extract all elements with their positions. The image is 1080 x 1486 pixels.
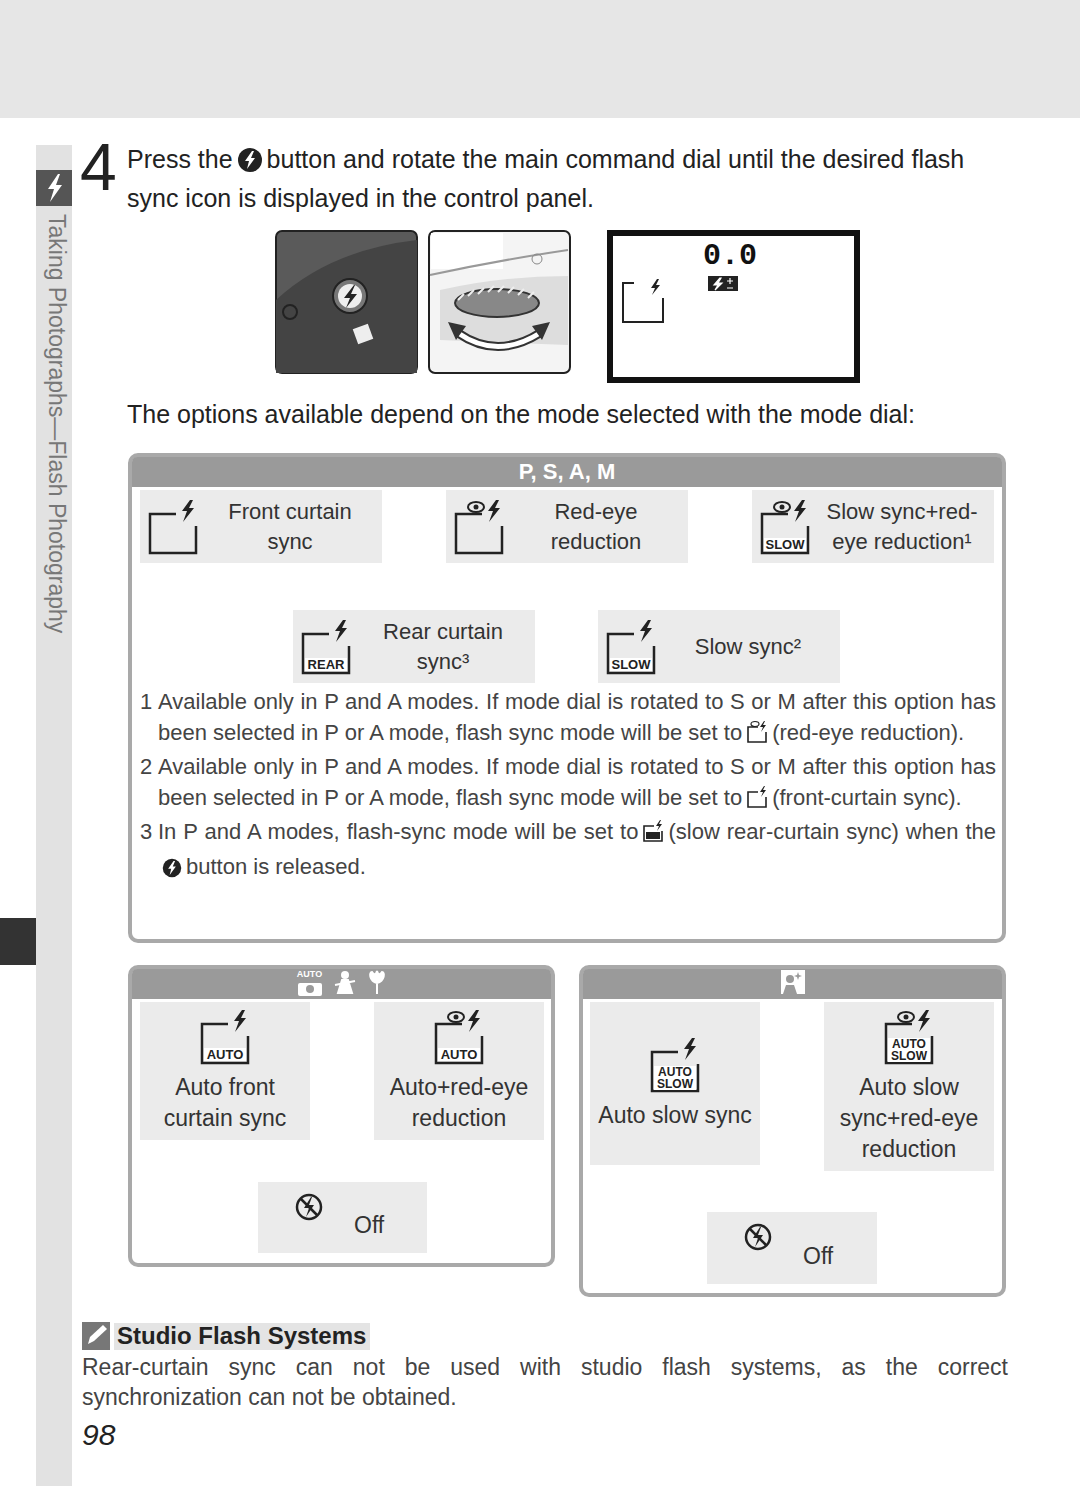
panel-heading: P, S, A, M (519, 459, 616, 485)
mode-name: Off (354, 1212, 384, 1239)
step-number: 4 (80, 134, 117, 200)
mode-name: Front curtain sync (206, 497, 374, 557)
sync-icon: REAR (299, 618, 353, 676)
footnote-text: (red-eye reduction). (772, 720, 964, 745)
inline-icon (642, 819, 664, 852)
flash-mode-box: SLOW Slow sync² (598, 610, 840, 683)
note-body: Rear-curtain sync can not be used with s… (82, 1352, 1008, 1412)
no-flash-icon (294, 1192, 324, 1226)
footnotes: 1Available only in P and A modes. If mod… (132, 687, 1002, 894)
footnote-number: 2 (140, 752, 158, 817)
mode-name: Red-eye reduction (512, 497, 680, 557)
mode-panel: P, S, A, M Front curtain sync Red-eye redu… (128, 453, 1006, 943)
flash-mode-box: REAR Rear curtain sync³ (293, 610, 535, 683)
flash-mode-box: Red-eye reduction (446, 490, 688, 563)
icon-label: REAR (305, 658, 347, 671)
panel-header: P, S, A, M (132, 457, 1002, 487)
intro-text: The options available depend on the mode… (127, 398, 1017, 430)
sync-icon: SLOW (604, 618, 658, 676)
sync-icon: SLOW (758, 498, 812, 556)
footnote-number: 3 (140, 817, 158, 886)
flash-mode-box: AUTO SLOW Auto slow sync (590, 1002, 760, 1165)
note-heading: Studio Flash Systems (117, 1322, 366, 1350)
mode-name: Auto slow sync+red-eye reduction (830, 1072, 988, 1165)
sync-icon: AUTO (198, 1008, 252, 1066)
macro-icon (365, 969, 389, 999)
footnote: 1Available only in P and A modes. If mod… (140, 687, 996, 752)
inline-icon (746, 785, 768, 818)
footnote-body: In P and A modes, flash-sync mode will b… (158, 817, 996, 886)
step-text-part: Press the (127, 145, 233, 173)
mode-name: Auto+red-eye reduction (380, 1072, 538, 1134)
mode-name: Slow sync² (664, 632, 832, 662)
footnote-text: In P and A modes, flash-sync mode will b… (158, 819, 638, 844)
no-flash-icon (743, 1222, 773, 1256)
icon-label: AUTO SLOW (654, 1066, 696, 1090)
mode-panel: AUTO AUTO Auto front curtain sync AUTO Auto+… (128, 965, 555, 1267)
icon-label: AUTO SLOW (888, 1038, 930, 1062)
flash-button-icon (237, 147, 263, 181)
flash-mode-box: Off (707, 1212, 877, 1284)
lcd-readout: 0.0 (703, 240, 757, 272)
panel-header (583, 969, 1002, 999)
flash-mode-box: Off (258, 1182, 427, 1253)
sync-icon: AUTO SLOW (648, 1036, 702, 1094)
sync-icon: AUTO (432, 1008, 486, 1066)
step-text: Press thebutton and rotate the main comm… (127, 142, 1011, 215)
flash-mode-box: Front curtain sync (140, 490, 382, 563)
sync-icon (146, 498, 200, 556)
icon-label: SLOW (764, 538, 806, 551)
flash-mode-box: SLOW Slow sync+red-eye reduction¹ (752, 490, 994, 563)
sidebar-title: Taking Photographs—Flash Photography (42, 214, 72, 633)
panel-header: AUTO (132, 969, 551, 999)
mode-name: Slow sync+red-eye reduction¹ (818, 497, 986, 557)
inline-icon (746, 720, 768, 753)
footnote: 2Available only in P and A modes. If mod… (140, 752, 996, 817)
portrait-icon (333, 969, 357, 999)
mode-panel: AUTO SLOW Auto slow sync AUTO SLOW Auto slo… (579, 965, 1006, 1297)
footnote-text: button is released. (186, 854, 366, 879)
footnote: 3In P and A modes, flash-sync mode will … (140, 817, 996, 886)
mode-icon-label: AUTO (295, 969, 325, 979)
page-number: 98 (82, 1418, 115, 1452)
mode-name: Auto slow sync (598, 1100, 751, 1131)
sync-icon (452, 498, 506, 556)
icon-label: AUTO (204, 1048, 246, 1061)
flash-mode-box: AUTO Auto+red-eye reduction (374, 1002, 544, 1140)
icon-label: SLOW (610, 658, 652, 671)
footnote-number: 1 (140, 687, 158, 752)
footnote-body: Available only in P and A modes. If mode… (158, 752, 996, 817)
inline-icon (162, 856, 182, 887)
footnote-text: (front-curtain sync). (772, 785, 962, 810)
auto-mode-icon: AUTO (295, 971, 325, 997)
icon-label: AUTO (438, 1048, 480, 1061)
mode-name: Auto front curtain sync (146, 1072, 304, 1134)
footnote-text: (slow rear-curtain sync) when the (668, 819, 996, 844)
mode-name: Rear curtain sync³ (359, 617, 527, 677)
flash-mode-box: AUTO Auto front curtain sync (140, 1002, 310, 1140)
flash-mode-box: AUTO SLOW Auto slow sync+red-eye reductio… (824, 1002, 994, 1171)
footnote-body: Available only in P and A modes. If mode… (158, 687, 996, 752)
sync-icon: AUTO SLOW (882, 1008, 936, 1066)
mode-name: Off (803, 1243, 833, 1270)
night-portrait-icon (780, 969, 806, 999)
